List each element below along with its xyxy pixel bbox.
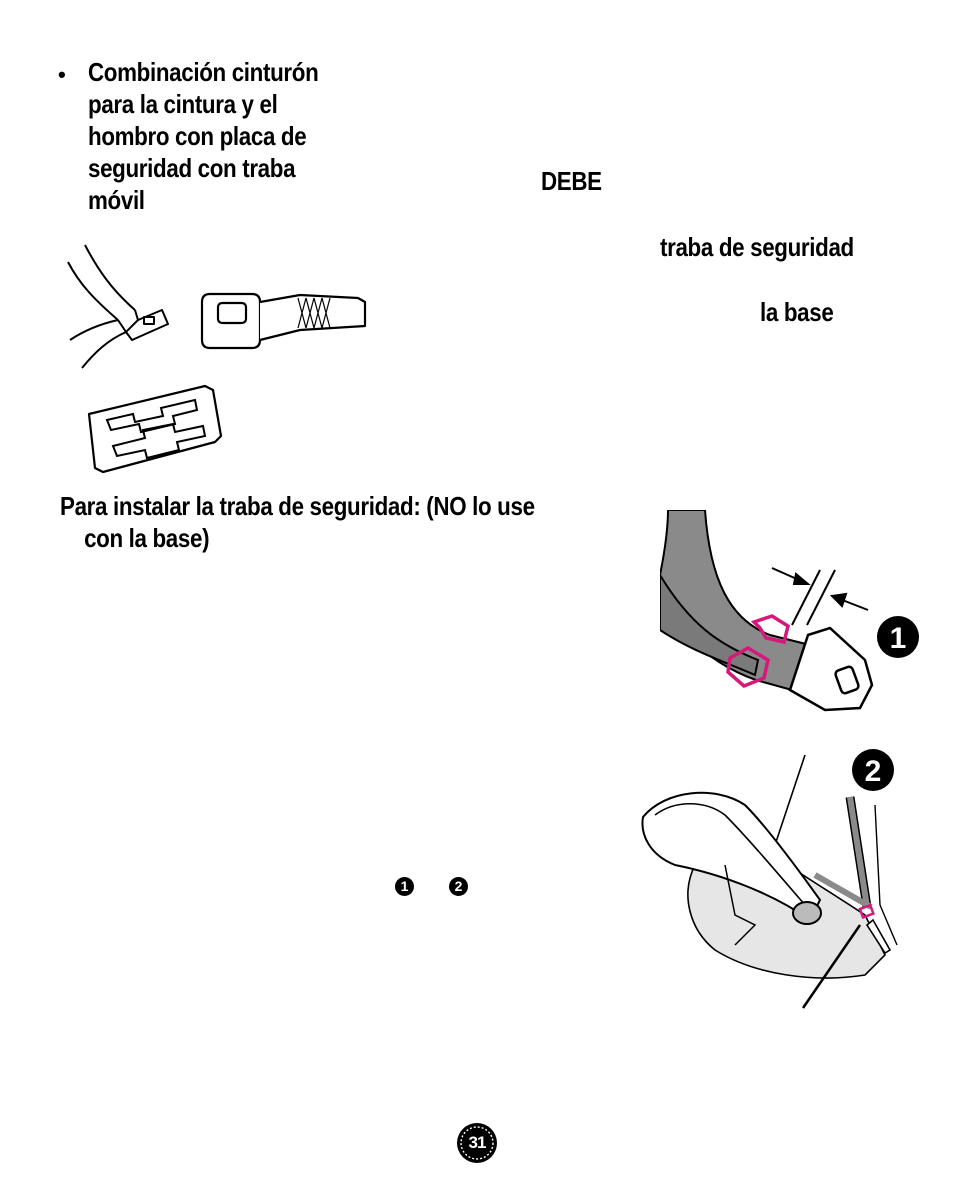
page-number: 31 bbox=[468, 1133, 487, 1152]
locking-clip-illustration bbox=[87, 384, 223, 474]
bullet-item-belt-type: Combinación cinturón para la cintura y e… bbox=[88, 56, 319, 216]
bullet-line: hombro con placa de bbox=[88, 121, 307, 151]
step-2-figure-label: 2 bbox=[865, 755, 882, 788]
step-1-figure-label: 1 bbox=[890, 622, 907, 655]
step-ref-1: 1 bbox=[395, 877, 414, 896]
text-la-base: la base bbox=[760, 297, 834, 327]
step-1-illustration: 1 bbox=[660, 510, 919, 712]
heading-line-2: con la base) bbox=[84, 523, 210, 553]
step-2-illustration: 2 bbox=[641, 749, 898, 1009]
bullet-line: para la cintura y el bbox=[88, 89, 278, 119]
bullet-line: Combinación cinturón bbox=[88, 57, 319, 87]
page-number-badge: 31 bbox=[456, 1122, 498, 1164]
step-ref-2: 2 bbox=[449, 877, 468, 896]
text-debe: DEBE bbox=[541, 166, 602, 196]
page-number-badge-shape bbox=[457, 1123, 497, 1163]
install-clip-heading: Para instalar la traba de seguridad: (NO… bbox=[60, 490, 535, 554]
text-traba-de-seguridad: traba de seguridad bbox=[660, 232, 854, 262]
bullet-line: móvil bbox=[88, 185, 145, 215]
belt-buckle-illustration bbox=[67, 244, 367, 369]
heading-line-1: Para instalar la traba de seguridad: (NO… bbox=[60, 491, 535, 521]
bullet-symbol: • bbox=[58, 62, 66, 87]
bullet-line: seguridad con traba bbox=[88, 153, 296, 183]
